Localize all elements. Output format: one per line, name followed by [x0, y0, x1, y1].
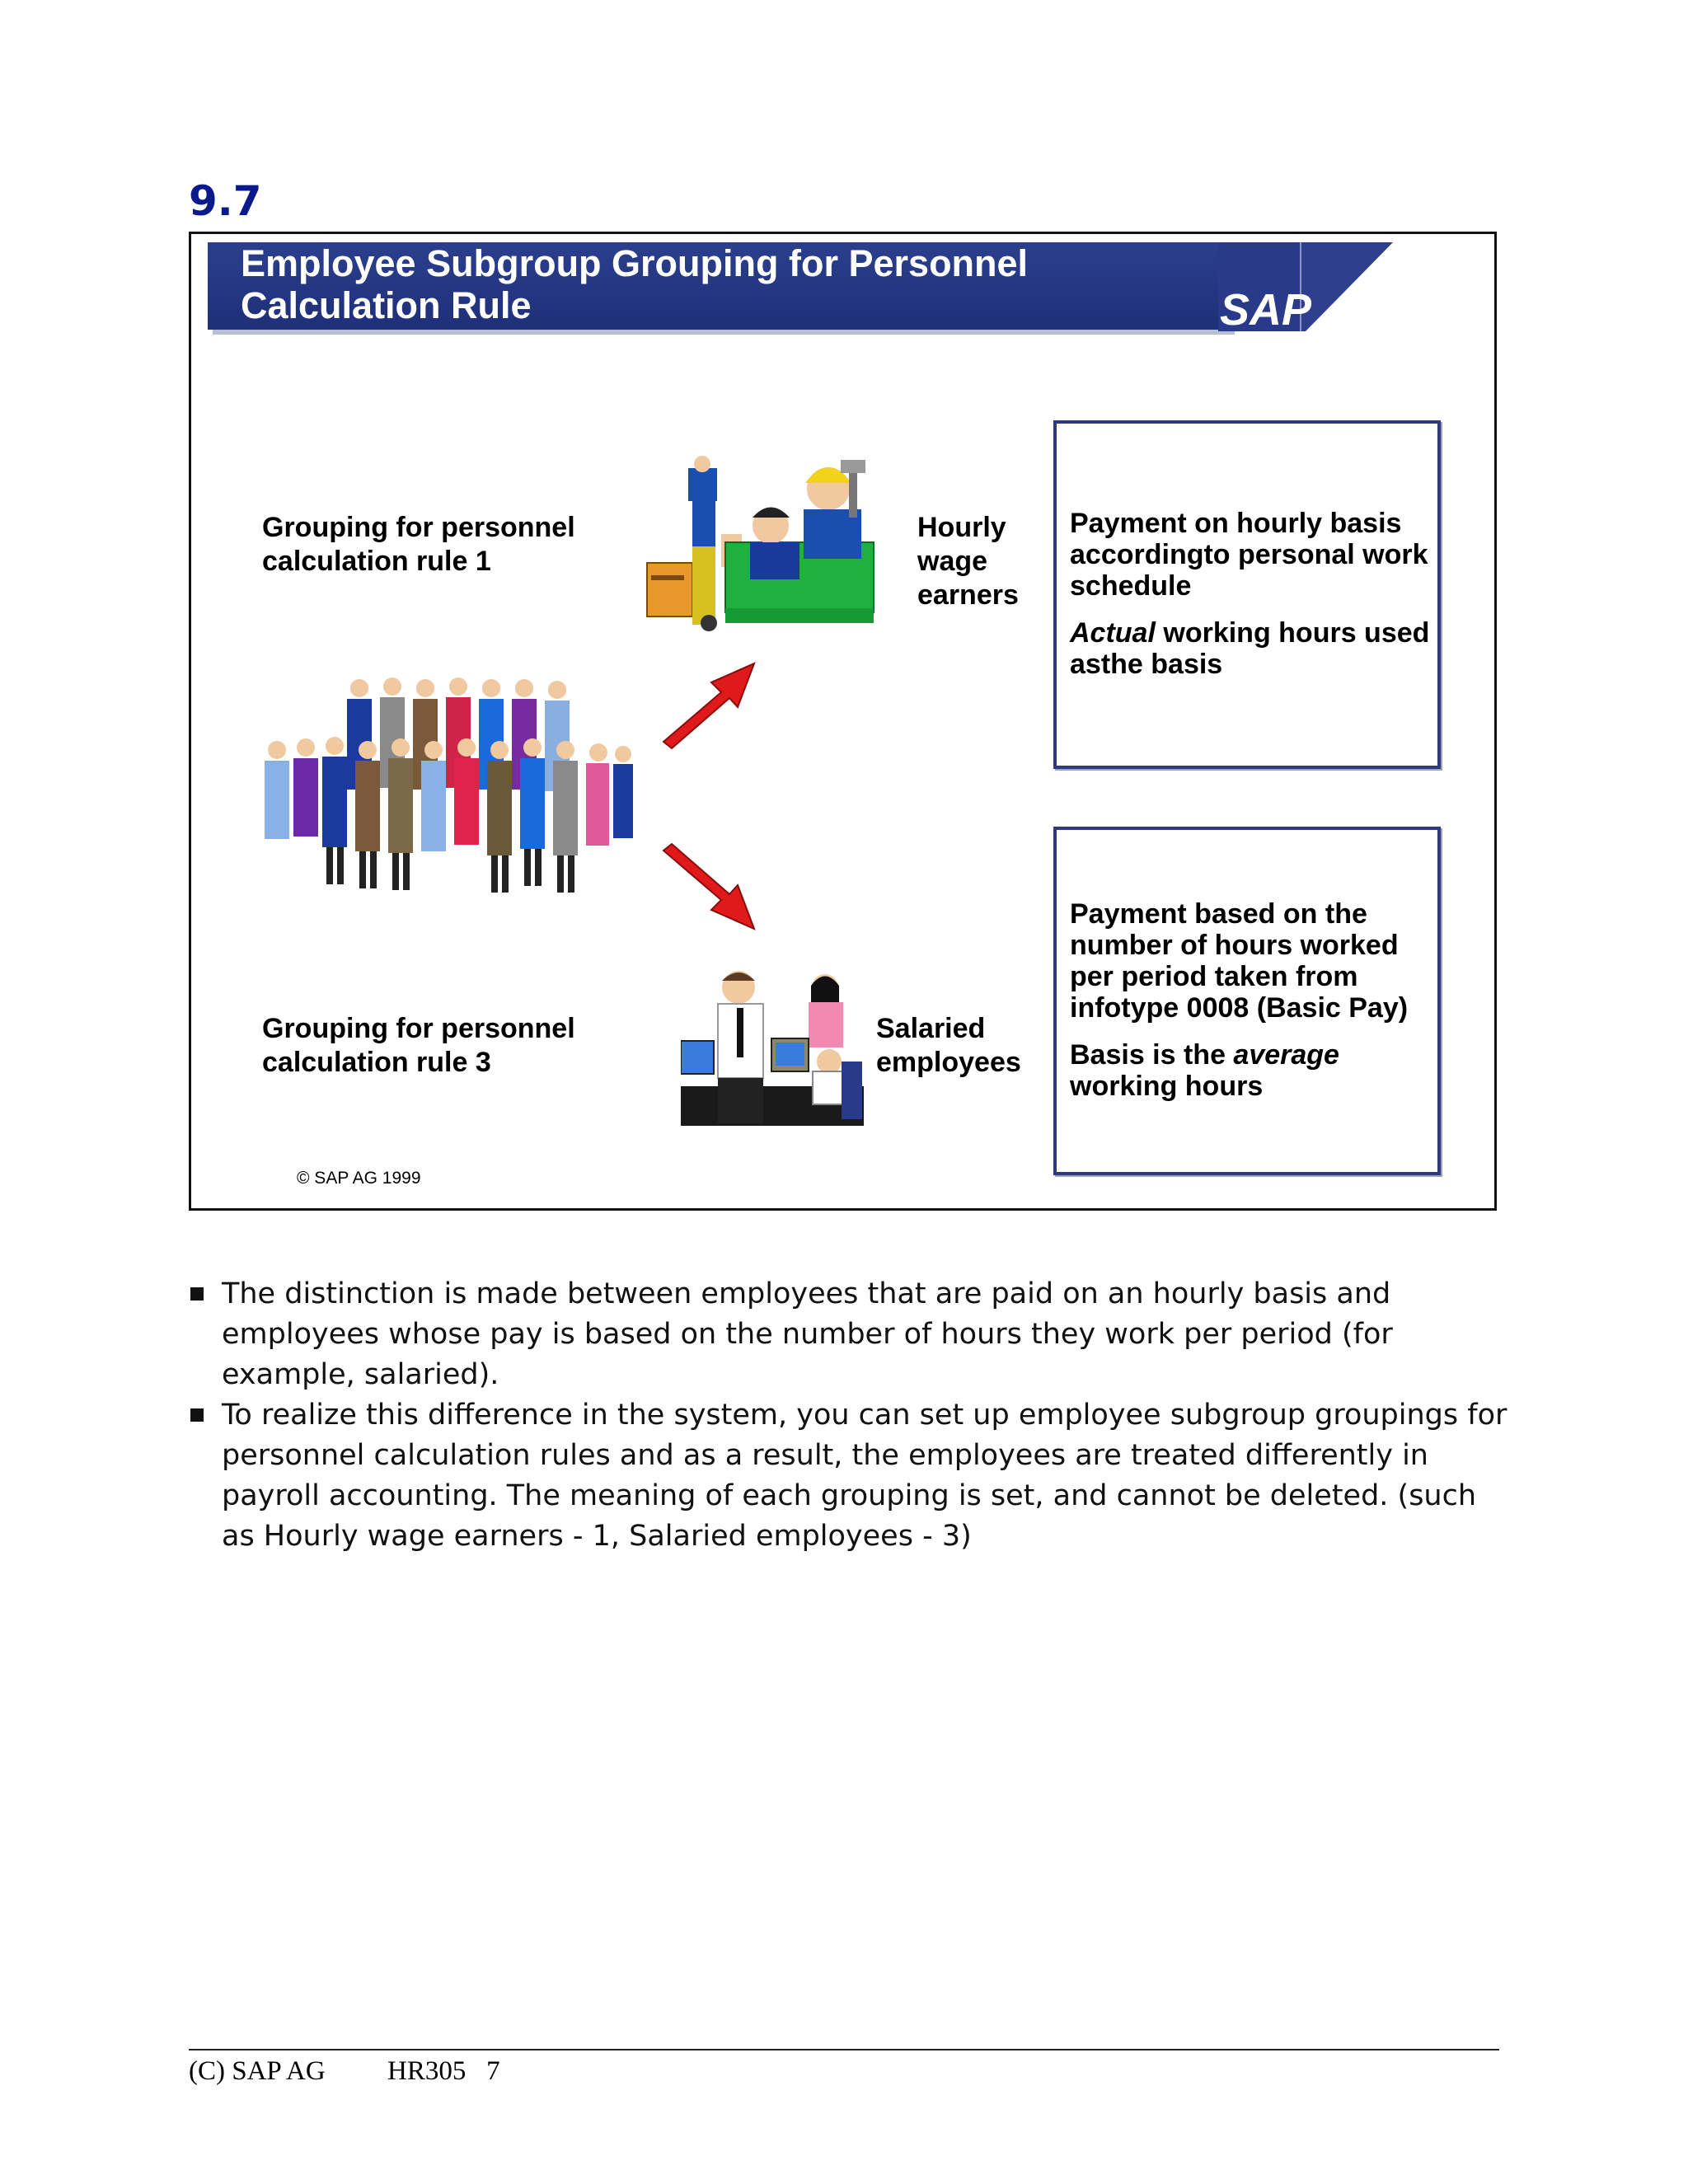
bullet-item: To realize this difference in the system…	[189, 1395, 1507, 1557]
slide-title: Employee Subgroup Grouping for Personnel…	[241, 242, 1213, 326]
hourly-info-line2: Actual working hours used asthe basis	[1070, 617, 1437, 680]
bullet-square-icon	[190, 1287, 204, 1301]
salaried-label: Salaried employees	[876, 1012, 1021, 1080]
bullet-text: The distinction is made between employee…	[222, 1277, 1393, 1391]
salaried-info-text: Payment based on the number of hours wor…	[1070, 898, 1437, 1118]
slide-copyright: © SAP AG 1999	[297, 1169, 421, 1188]
hourly-info-text: Payment on hourly basis accordingto pers…	[1070, 508, 1437, 696]
group-3-label: Grouping for personnel calculation rule …	[262, 1012, 575, 1080]
bullet-square-icon	[190, 1408, 204, 1422]
salaried-info-line1: Payment based on the number of hours wor…	[1070, 898, 1437, 1024]
footer-copyright: (C) SAP AG	[189, 2056, 326, 2087]
bullet-item: The distinction is made between employee…	[189, 1274, 1507, 1395]
bullet-list: The distinction is made between employee…	[189, 1274, 1507, 1557]
group-1-label: Grouping for personnel calculation rule …	[262, 511, 575, 579]
footer-divider	[189, 2049, 1499, 2050]
arrow-up-right-icon	[655, 659, 758, 752]
salaried-info-pre: Basis is the	[1070, 1039, 1233, 1071]
sap-logo: SAP	[1218, 242, 1393, 331]
hourly-info-line1: Payment on hourly basis accordingto pers…	[1070, 508, 1437, 602]
hourly-workers-icon	[643, 452, 878, 631]
footer-page-ref: HR305 7	[387, 2056, 500, 2087]
section-number: 9.7	[189, 177, 262, 225]
hourly-label: Hourly wage earners	[917, 511, 1019, 612]
employee-crowd-icon	[260, 672, 635, 923]
salaried-info-post: working hours	[1070, 1071, 1263, 1102]
bullet-text: To realize this difference in the system…	[222, 1399, 1507, 1553]
sap-logo-text: SAP	[1220, 285, 1312, 331]
arrow-down-right-icon	[655, 841, 758, 933]
hourly-info-italic: Actual	[1070, 617, 1156, 649]
salaried-office-icon	[681, 963, 864, 1126]
salaried-info-italic: average	[1233, 1039, 1339, 1071]
salaried-info-line2: Basis is the average working hours	[1070, 1039, 1437, 1102]
